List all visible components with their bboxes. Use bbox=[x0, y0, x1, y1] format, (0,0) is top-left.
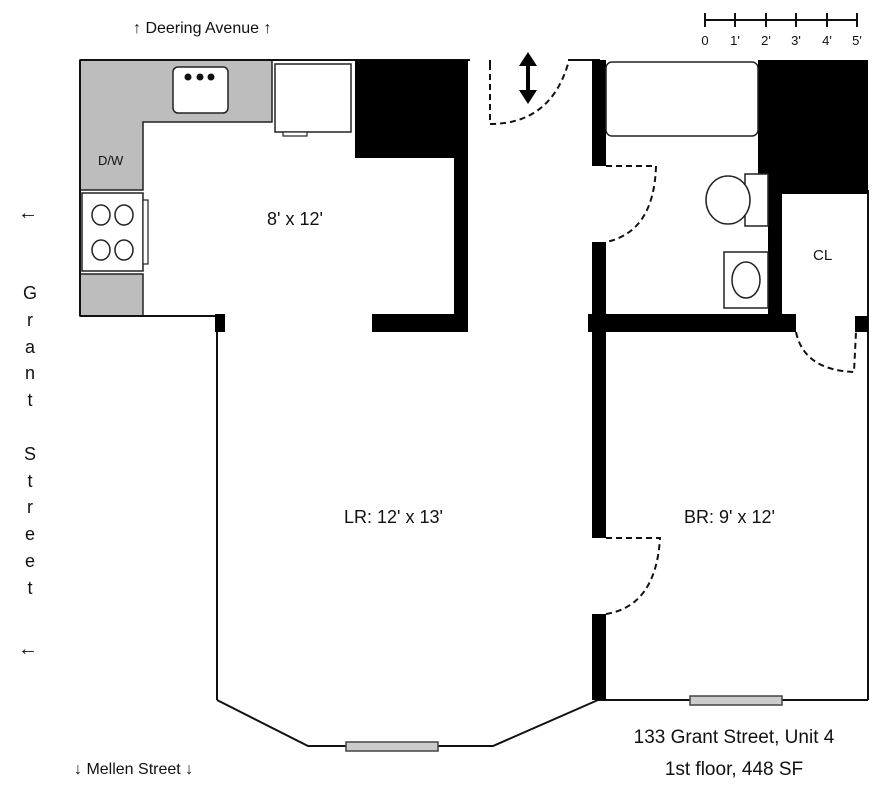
address-line-2: 1st floor, 448 SF bbox=[664, 759, 804, 780]
grant-letter: r bbox=[27, 497, 33, 518]
entry-arrow-icon bbox=[519, 52, 537, 104]
thin-walls bbox=[79, 59, 869, 747]
door-swings bbox=[489, 63, 857, 615]
bathtub-icon bbox=[605, 61, 759, 137]
grant-letter: n bbox=[24, 363, 35, 384]
scale-tick-label: 0 bbox=[701, 33, 709, 48]
kitchen-label: 8' x 12' bbox=[267, 209, 323, 229]
closet-label: CL bbox=[813, 247, 833, 264]
scale-bar bbox=[704, 13, 858, 27]
scale-tick-label: 5' bbox=[852, 33, 862, 48]
window-br bbox=[689, 695, 783, 706]
grant-letter: r bbox=[27, 309, 33, 330]
bath-wall-top bbox=[592, 60, 606, 166]
left-arrow-icon: ← bbox=[18, 638, 38, 660]
bedroom-door-swing bbox=[605, 537, 662, 615]
street-label-mellen: ↓ Mellen Street ↓ bbox=[74, 761, 194, 778]
left-arrow-icon: ← bbox=[18, 202, 38, 224]
bath-basin bbox=[731, 261, 761, 299]
grant-letter: e bbox=[24, 550, 35, 571]
counter-bottom bbox=[79, 273, 144, 317]
entry-door-swing bbox=[489, 63, 569, 126]
scale-tick-label: 1' bbox=[730, 33, 740, 48]
grant-letter: G bbox=[22, 283, 37, 303]
sink-knob bbox=[184, 73, 192, 81]
grant-letter: t bbox=[27, 470, 33, 491]
burner bbox=[91, 239, 111, 261]
burner bbox=[114, 204, 134, 226]
sink-knob bbox=[196, 73, 204, 81]
address-line-1: 133 Grant Street, Unit 4 bbox=[633, 727, 835, 748]
wall-stub bbox=[215, 314, 225, 332]
scale-tick-label: 3' bbox=[791, 33, 801, 48]
br-wall-bottom bbox=[592, 614, 606, 700]
stove-icon bbox=[81, 192, 144, 272]
grant-letter: a bbox=[24, 336, 35, 357]
living-room-label: LR: 12' x 13' bbox=[344, 507, 443, 527]
grant-letter: S bbox=[23, 443, 36, 464]
grant-letter: t bbox=[27, 577, 33, 598]
closet-door-swing bbox=[795, 331, 857, 374]
closet-wall-stub bbox=[855, 316, 868, 332]
fridge-handle bbox=[282, 131, 308, 137]
burner bbox=[91, 204, 111, 226]
grant-letter: e bbox=[24, 524, 35, 545]
bath-block bbox=[758, 60, 868, 194]
grant-letter bbox=[20, 414, 40, 441]
burner bbox=[114, 239, 134, 261]
sink-knob bbox=[207, 73, 215, 81]
kitchen-wall-bottom bbox=[372, 314, 468, 332]
kitchen-wall bbox=[454, 150, 468, 330]
grant-letter: t bbox=[27, 390, 33, 411]
thick-walls bbox=[215, 60, 868, 700]
stove-panel bbox=[142, 199, 149, 265]
scale-tick-label: 4' bbox=[822, 33, 832, 48]
bath-wall-mid bbox=[592, 242, 606, 538]
bath-wall-horizontal bbox=[588, 314, 796, 332]
window-lr bbox=[345, 741, 439, 752]
toilet-icon bbox=[705, 175, 751, 225]
bedroom-label: BR: 9' x 12' bbox=[684, 507, 775, 527]
scale-tick-label: 2' bbox=[761, 33, 771, 48]
pantry-block bbox=[355, 60, 468, 158]
refrigerator-icon bbox=[274, 63, 352, 133]
bath-door-swing bbox=[605, 165, 658, 243]
street-label-deering: ↑ Deering Avenue ↑ bbox=[133, 20, 272, 37]
street-label-grant: G r a n t S t r e e t bbox=[20, 280, 40, 602]
dishwasher-label: D/W bbox=[98, 153, 124, 168]
